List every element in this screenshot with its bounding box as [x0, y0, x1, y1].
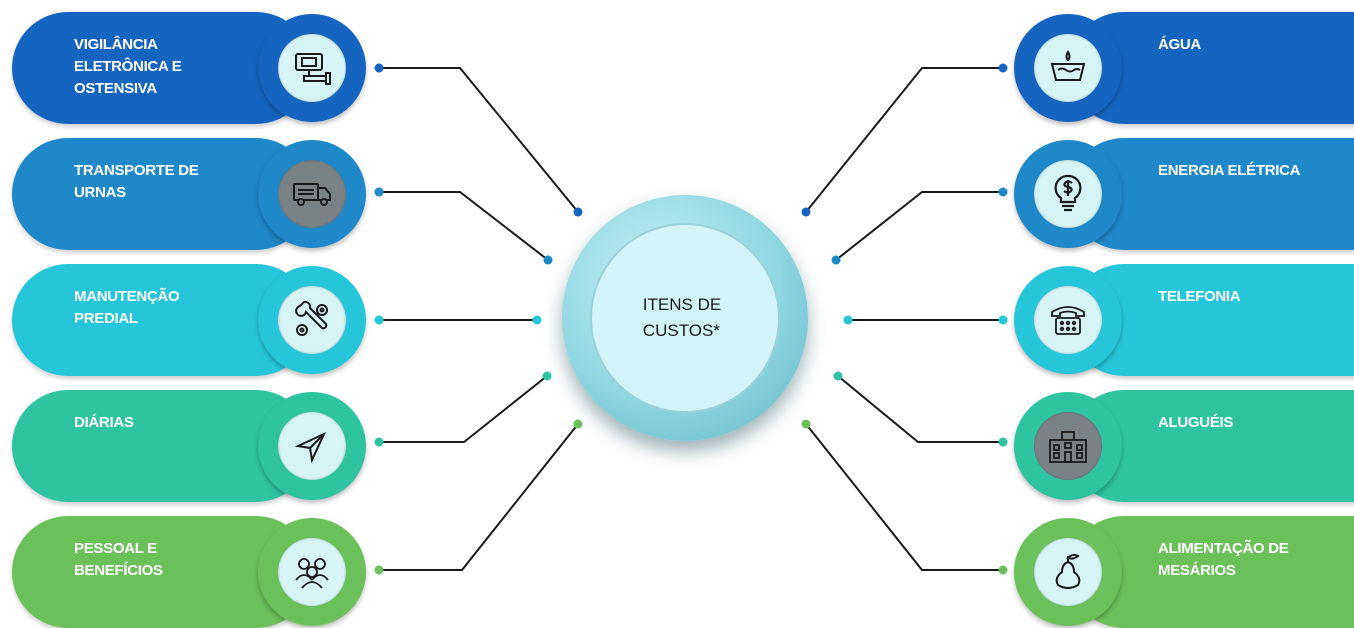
pear-icon — [1055, 553, 1081, 589]
icon-badge — [1014, 518, 1122, 626]
item-label: MANUTENÇÃO PREDIAL — [74, 288, 180, 327]
icon-badge — [1014, 266, 1122, 374]
item-label: DIÁRIAS — [74, 414, 134, 431]
truck-icon — [293, 183, 331, 206]
icon-badge — [1014, 392, 1122, 500]
people-group-icon — [295, 558, 329, 589]
center-node: ITENS DE CUSTOS* — [562, 195, 808, 441]
icon-badge — [1014, 14, 1122, 122]
icon-badge — [258, 14, 366, 122]
paper-plane-icon — [294, 431, 327, 464]
icon-badge — [258, 518, 366, 626]
center-label: ITENS DE CUSTOS* — [642, 295, 722, 340]
item-label: TRANSPORTE DE URNAS — [74, 162, 199, 201]
building-icon — [1049, 431, 1087, 463]
icon-badge — [258, 140, 366, 248]
item-label: TELEFONIA — [1158, 288, 1241, 305]
item-label: ALIMENTAÇÃO DE MESÁRIOS — [1158, 540, 1289, 579]
cctv-camera-icon — [295, 53, 331, 85]
item-label: VIGILÂNCIA ELETRÔNICA E OSTENSIVA — [74, 36, 182, 97]
telephone-icon — [1051, 306, 1085, 335]
icon-badge — [258, 266, 366, 374]
wrench-gears-icon — [295, 300, 328, 336]
water-basin-icon — [1050, 50, 1086, 81]
item-label: ALUGUÉIS — [1158, 414, 1234, 431]
icon-badge — [1014, 140, 1122, 248]
item-label: PESSOAL E BENEFÍCIOS — [74, 540, 163, 579]
icon-badge — [258, 392, 366, 500]
item-label: ÁGUA — [1158, 36, 1201, 53]
item-label: ENERGIA ELÉTRICA — [1158, 162, 1301, 179]
item-manutencao-predial: MANUTENÇÃO PREDIAL — [12, 264, 312, 376]
lightbulb-dollar-icon — [1054, 174, 1082, 212]
